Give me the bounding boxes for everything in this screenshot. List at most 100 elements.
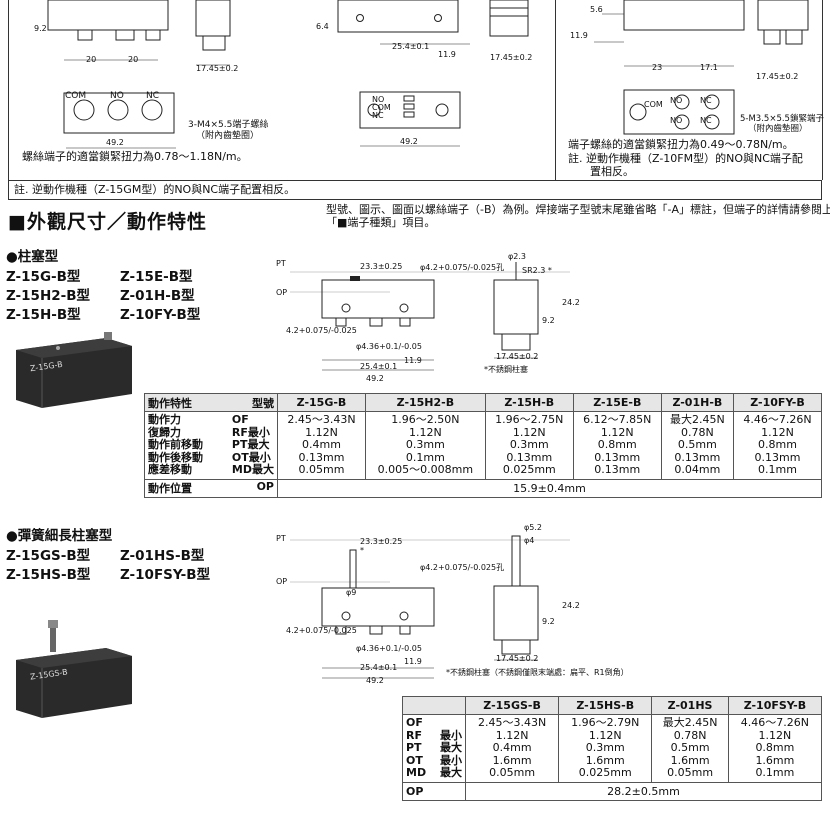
group1-model-r2: Z-01H-B型	[120, 288, 195, 304]
g2-model-3: Z-10FSY-B	[727, 696, 823, 715]
top-right-panel	[554, 0, 823, 180]
dim-11-9-right: 11.9	[570, 31, 588, 40]
g1-model-2: Z-15H-B	[484, 393, 574, 412]
right-terminal-nc-2: NC	[700, 116, 712, 125]
g2-model-2: Z-01HS	[651, 696, 729, 715]
g1-note: *不銹鋼柱塞	[484, 365, 528, 374]
right-terminal-no-1: NO	[670, 96, 683, 105]
g2-d10: φ4	[524, 536, 535, 545]
terminal-no: NO	[110, 91, 124, 101]
dim-11-9-mid: 11.9	[438, 50, 456, 59]
g1-d9: SR2.3 *	[522, 266, 552, 275]
mid-terminal-nc: NC	[372, 111, 384, 120]
left-torque-note: 螺絲端子的適當鎖緊扭力為0.78～1.18N/m。	[22, 150, 248, 163]
group2-model-l1: Z-15GS-B型	[6, 548, 91, 564]
left-callout-1: 3-M4×5.5端子螺絲	[188, 120, 269, 130]
group2-model-r2: Z-10FSY-B型	[120, 567, 211, 583]
g2-header-blank	[402, 696, 466, 715]
g2-d6: 25.4±0.1	[360, 663, 398, 672]
dim-9-2: 9.2	[34, 24, 47, 33]
section-desc-2: 「■端子種類」項目。	[326, 216, 436, 229]
g2-pt: PT	[276, 534, 286, 543]
g1-d6: 11.9	[404, 356, 422, 365]
g2-d8: 49.2	[366, 676, 384, 685]
section-title: ■外觀尺寸／動作特性	[8, 211, 207, 233]
g1-d11: 9.2	[542, 316, 555, 325]
right-callout-2: （附內齒墊圈）	[748, 124, 808, 134]
g1-d2: φ4.2+0.075/-0.025孔	[420, 263, 505, 272]
g2-d9: φ5.2	[524, 523, 542, 532]
g2-d13: 17.45±0.2	[496, 654, 539, 663]
group1-model-r3: Z-10FY-B型	[120, 307, 201, 323]
dim-6-4: 6.4	[316, 22, 329, 31]
right-note-1: 端子螺絲的適當鎖緊扭力為0.49～0.78N/m。	[568, 138, 794, 151]
g2-d4: 4.2+0.075/-0.025	[286, 626, 357, 635]
g1-d12: 17.45±0.2	[496, 352, 539, 361]
group1-model-l2: Z-15H2-B型	[6, 288, 91, 304]
dim-5-6: 5.6	[590, 5, 603, 14]
g1-d1: 23.3±0.25	[360, 262, 403, 271]
g2-note: *不銹鋼柱塞（不銹鋼僅限末端處：扁平、R1倒角）	[446, 668, 629, 677]
g2-op-value: 28.2±0.5mm	[465, 781, 822, 801]
g1-d5: 25.4±0.1	[360, 362, 398, 371]
g1-model-4: Z-01H-B	[660, 393, 734, 412]
g2-op: OP	[276, 577, 288, 586]
product-photo-z15gs	[16, 620, 132, 718]
g1-d10: 24.2	[562, 298, 580, 307]
g1-d7: 49.2	[366, 374, 384, 383]
group2-spec-table: Z-15GS-B Z-15HS-B Z-01HS Z-10FSY-B OF RF…	[402, 696, 823, 801]
g2-d7: 11.9	[404, 657, 422, 666]
right-terminal-no-2: NO	[670, 116, 683, 125]
group1-model-l3: Z-15H-B型	[6, 307, 81, 323]
mid-terminal-no: NO	[372, 95, 385, 104]
mid-terminal-com: COM	[372, 103, 391, 112]
g2-d11: 24.2	[562, 601, 580, 610]
g2-op-label: OP	[402, 781, 466, 801]
top-right-drawing	[594, 0, 809, 135]
g2-d1: 23.3±0.25	[360, 537, 403, 546]
top-left-drawing	[47, 0, 231, 149]
footer-note: 註. 逆動作機種（Z-15GM型）的NO與NC端子配置相反。	[14, 183, 296, 196]
g1-d8: φ2.3	[508, 252, 526, 261]
group1-dimension-drawing	[290, 262, 570, 371]
group1-spec-table: 動作特性 型號 Z-15G-B Z-15H2-B Z-15H-B Z-15E-B…	[144, 393, 823, 498]
g1-model-3: Z-15E-B	[572, 393, 662, 412]
g2-d5: φ4.36+0.1/-0.05	[356, 644, 422, 653]
left-callout-2: （附內齒墊圈）	[196, 131, 260, 141]
top-divider	[8, 180, 822, 200]
dim-17-45-right: 17.45±0.2	[756, 72, 799, 81]
g2-d2: φ4.2+0.075/-0.025孔	[420, 563, 505, 572]
g2-model-1: Z-15HS-B	[558, 696, 653, 715]
g2-model-0: Z-15GS-B	[464, 696, 560, 715]
group2-model-l2: Z-15HS-B型	[6, 567, 91, 583]
dim-17-45-left: 17.45±0.2	[196, 64, 239, 73]
g2-d12: 9.2	[542, 617, 555, 626]
right-note-2: 註. 逆動作機種（Z-10FM型）的NO與NC端子配	[568, 152, 803, 165]
right-terminal-com: COM	[644, 100, 663, 109]
right-note-3: 置相反。	[590, 165, 634, 178]
g1-row-labels: 動作力 復歸力 動作前移動 動作後移動 應差移動 OF RF最小 PT最大 OT…	[144, 411, 278, 480]
g2-d3: φ9	[346, 588, 357, 597]
right-terminal-nc-1: NC	[700, 96, 712, 105]
top-left-panel	[8, 0, 556, 180]
dim-49-2-mid: 49.2	[400, 137, 418, 146]
group2-dimension-drawing	[290, 535, 570, 679]
group2-model-r1: Z-01HS-B型	[120, 548, 205, 564]
dim-17-45-mid: 17.45±0.2	[490, 53, 533, 62]
group1-model-l1: Z-15G-B型	[6, 269, 81, 285]
g1-pt: PT	[276, 259, 286, 268]
g1-op-value: 15.9±0.4mm	[277, 478, 822, 498]
g2-star: *	[360, 546, 364, 555]
group1-model-r1: Z-15E-B型	[120, 269, 193, 285]
dim-20a: 20	[86, 55, 97, 64]
g1-d3: 4.2+0.075/-0.025	[286, 326, 357, 335]
